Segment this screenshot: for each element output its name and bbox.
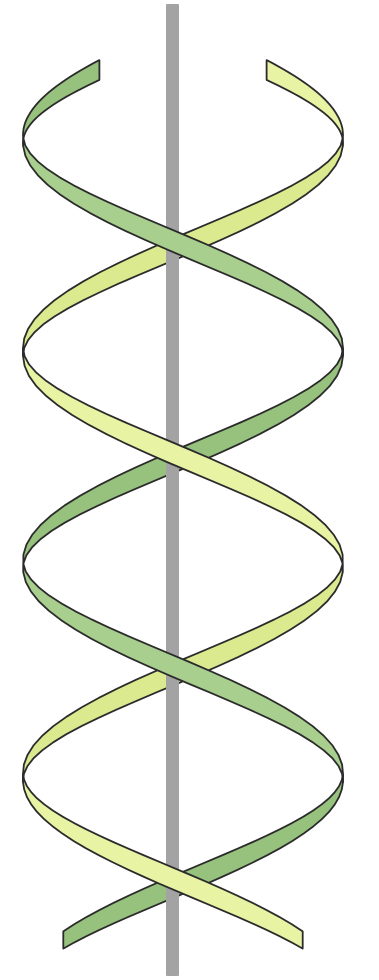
helix-axis-rod	[166, 4, 179, 976]
